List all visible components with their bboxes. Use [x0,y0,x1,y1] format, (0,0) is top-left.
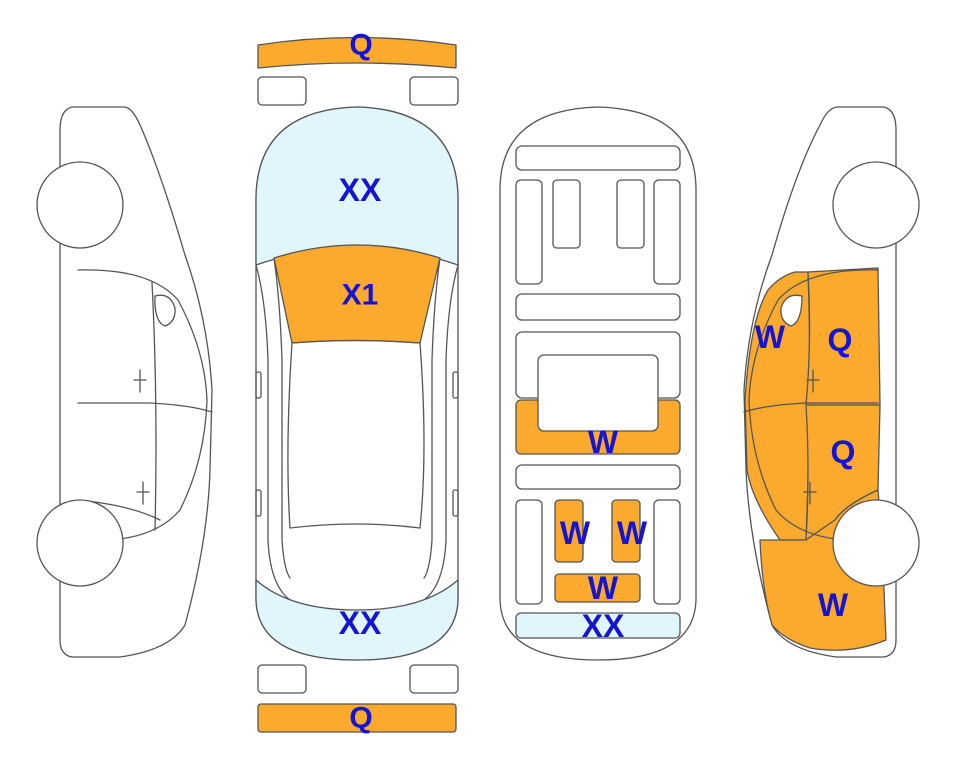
left-front-wheel [36,161,124,249]
floor-trunk-panel [515,612,681,639]
label-floor-right-seat: W [617,515,648,551]
right-a-pillar-line [423,264,459,601]
label-floor-center: W [588,424,619,460]
floor-tunnel-block [537,354,659,432]
left-rear-door-handle [136,481,150,505]
floor-right-rail-front [653,179,681,285]
left-side-cabin-line [77,269,208,542]
left-a-pillar-line [255,264,291,601]
left-side-door-seam [151,281,157,531]
floor-rear-crossmember [515,464,681,490]
damage-labels: Q XX X1 XX Q W W W W XX W Q Q W [339,29,856,735]
label-rear-bumper: Q [349,702,372,735]
left-side-mirror [154,294,176,327]
left-mirror-top [255,371,262,399]
left-side-beltline [77,402,213,413]
right-front-wheel [832,161,920,249]
floor-front-crossmember [515,145,681,171]
floor-left-rail-rear [515,499,543,605]
rear-bumper-panel [257,703,457,733]
right-front-door-handle [806,369,820,393]
right-inner-line [423,257,441,579]
left-inner-line [273,257,291,579]
label-rear-window: XX [339,605,382,641]
front-bumper-panel [257,36,457,69]
top-view-exterior [255,36,459,733]
floor-right-rail-rear [653,499,681,605]
right-mirror-top [452,371,459,399]
label-floor-left-seat: W [560,515,591,551]
front-left-light [257,76,307,106]
rear-right-light [409,664,459,694]
label-right-pillar: W [755,319,786,355]
right-rear-wheel [832,499,920,587]
right-side-cabin-line [748,269,879,542]
left-side-view [36,106,213,658]
floor-rear-panel [554,573,641,603]
left-front-door-handle [133,369,147,393]
label-windshield: XX [339,172,382,208]
front-right-light [409,76,459,106]
right-side-body-outline [743,106,897,658]
label-floor-trunk: XX [582,608,625,644]
floor-left-pedal-slot [552,179,581,249]
label-right-rear-door: Q [831,434,856,470]
label-hood-area: X1 [342,279,379,312]
floor-left-rail-front [515,179,543,285]
right-side-mirror [780,294,803,327]
right-side-view [743,106,920,658]
floor-left-seat-panel [554,499,584,563]
floor-body-outline [499,106,697,661]
floor-firewall-bar [515,293,681,321]
rear-window-panel [255,579,459,661]
right-rear-mirror-top [452,489,459,517]
left-side-body-outline [59,106,213,658]
roof-outline [287,339,425,529]
left-rear-mirror-top [255,489,262,517]
rear-left-light [257,664,307,694]
label-front-bumper: Q [349,29,372,62]
right-rear-door-handle [803,481,817,505]
floor-right-seat-panel [611,499,641,563]
floor-view [499,106,697,661]
left-rear-wheel [36,499,124,587]
label-right-quarter: W [818,587,849,623]
label-floor-rear: W [588,570,619,606]
label-right-front-door: Q [828,322,853,358]
floor-right-pedal-slot [616,179,645,249]
right-side-beltline [743,402,879,413]
